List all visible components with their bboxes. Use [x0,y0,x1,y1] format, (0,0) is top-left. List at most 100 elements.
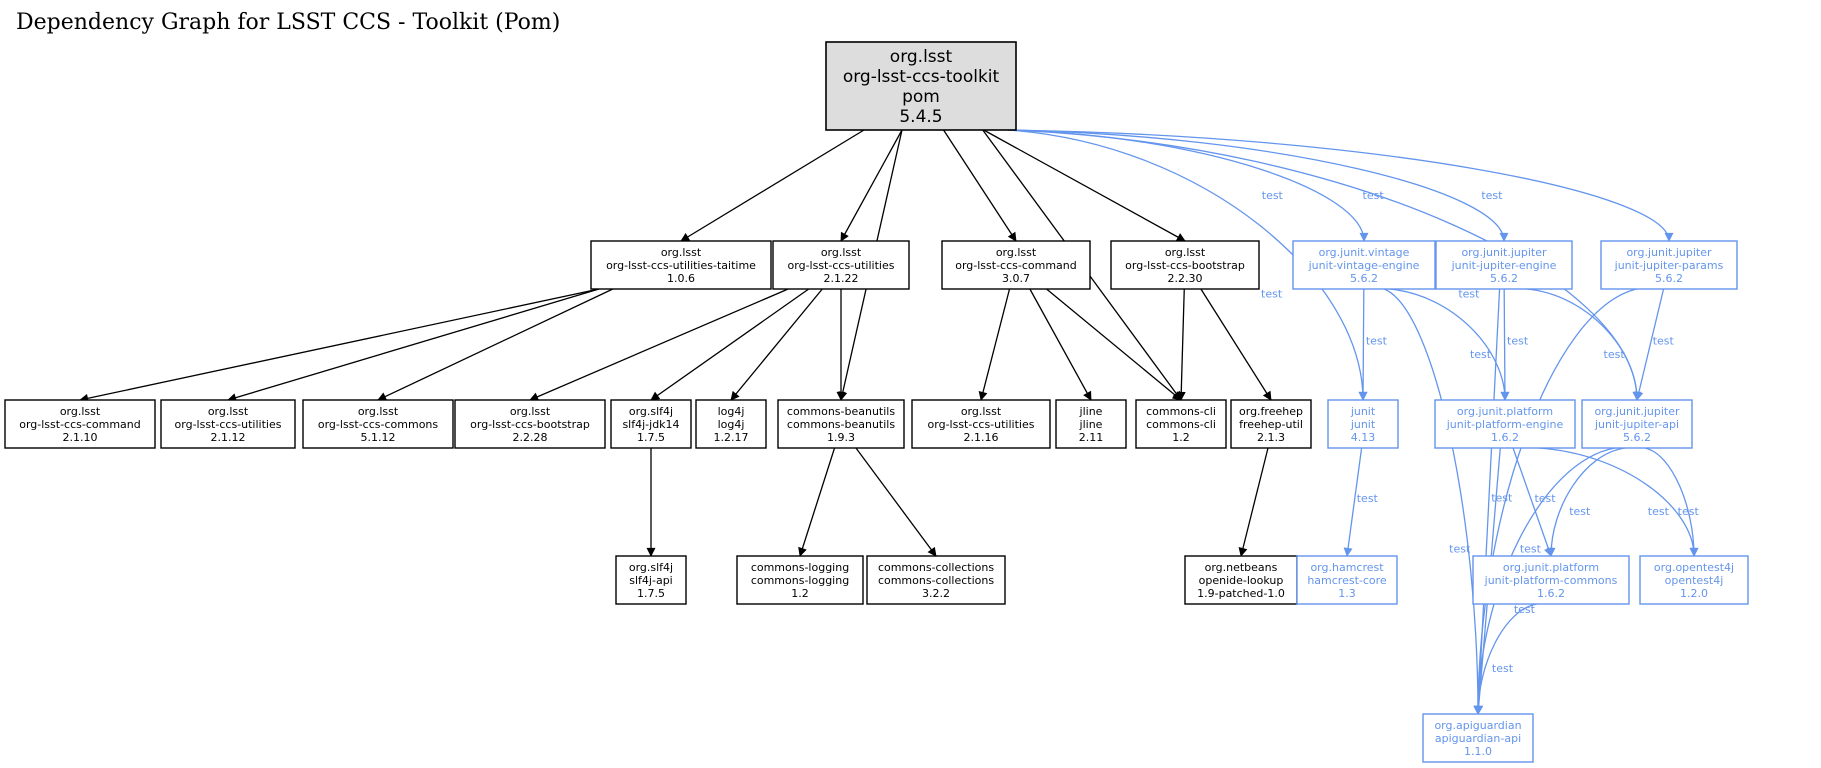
edge-root-to-command-307 [943,129,1017,242]
node-box [825,41,1017,131]
node-box [1422,713,1534,763]
node-box [1639,555,1749,605]
node-label-line: org.junit.jupiter [1594,405,1680,418]
edge-line [1546,447,1626,557]
node-label-line: 3.0.7 [1002,272,1030,285]
edge-util-taitime-to-command-2110 [79,288,600,403]
edge-freehep-to-openide [1238,447,1269,557]
node-label-line: org.lsst [510,405,551,418]
node-label-line: junit-jupiter-params [1614,259,1724,272]
edge-jupiter-engine-to-jupiter-api: test [1526,288,1642,401]
node-jupiter-engine: org.junit.jupiterjunit-jupiter-engine5.6… [1435,240,1573,290]
edge-line [1512,447,1553,557]
edge-line [1644,447,1699,557]
node-label-line: opentest4j [1665,574,1724,587]
edge-label: test [1492,662,1514,675]
node-label-line: org.junit.jupiter [1461,246,1547,259]
node-label-line: junit-vintage-engine [1308,259,1420,272]
node-label-line: org.junit.vintage [1319,246,1410,259]
edge-label: test [1569,505,1591,518]
node-openide: org.netbeansopenide-lookup1.9-patched-1.… [1184,555,1298,605]
node-util-taitime: org.lsstorg-lsst-ccs-utilities-taitime1.… [590,240,772,290]
edge-label: test [1481,189,1503,202]
node-label-line: org-lsst-ccs-utilities [788,259,895,272]
node-label-line: org-lsst-ccs-bootstrap [1125,259,1245,272]
edge-command-307-to-util-2116 [978,288,1011,401]
node-label-line: 5.6.2 [1623,431,1651,444]
edge-line [227,288,600,402]
edge-line [1046,288,1182,401]
edge-platform-engine-to-opentest4j: test [1538,447,1699,557]
node-label-line: org.lsst [661,246,702,259]
edge-label: test [1653,335,1675,348]
node-label-line: 1.6.2 [1537,587,1565,600]
node-label-line: org.slf4j [629,561,673,574]
edge-label: test [1520,543,1542,556]
edge-label: test [1261,287,1283,300]
edge-label: test [1507,335,1529,348]
node-label-line: commons-cli [1146,418,1216,431]
edge-root-to-util-2122 [840,129,903,242]
node-label-line: 2.1.22 [824,272,859,285]
node-label-line: 5.6.2 [1490,272,1518,285]
node-label-line: org.lsst [1165,246,1206,259]
node-label-line: 1.3 [1338,587,1356,600]
edge-line [377,288,614,401]
edge-label: test [1458,287,1480,300]
node-box [1135,399,1227,449]
node-box [590,240,772,290]
node-label-line: commons-cli [1146,405,1216,418]
edge-root-to-util-taitime [680,129,865,242]
node-label-line: junit-jupiter-engine [1451,259,1557,272]
edge-label: test [1678,505,1700,518]
node-label-line: log4j [718,418,745,431]
edge-line [1538,447,1699,557]
edge-line [1473,603,1537,715]
edge-command-307-to-commons-cli [1046,288,1182,401]
node-label-line: 2.1.16 [964,431,999,444]
node-label-line: org.junit.platform [1503,561,1599,574]
node-box [610,399,692,449]
edge-root-to-jupiter-params: test [1007,129,1674,242]
edge-label: test [1491,492,1513,505]
edge-label: test [1604,348,1626,361]
edge-bootstrap-2230-to-commons-cli [1176,288,1186,401]
node-label-line: 1.7.5 [637,431,665,444]
node-label-line: freehep-util [1239,418,1303,431]
node-label-line: hamcrest-core [1307,574,1387,587]
edge-root-to-jupiter-engine: test [1007,129,1509,242]
node-box [777,399,905,449]
node-label-line: org.lsst [358,405,399,418]
edge-util-2122-to-bootstrap-2228 [529,288,789,401]
node-label-line: commons-beanutils [787,418,895,431]
edge-line [1007,129,1368,401]
node-label-line: 1.2.17 [714,431,749,444]
edge-line [1526,288,1642,401]
node-label-line: junit [1350,418,1376,431]
node-label-line: junit [1350,405,1376,418]
edge-line [1007,129,1674,242]
node-vintage: org.junit.vintagejunit-vintage-engine5.6… [1292,240,1436,290]
node-box [4,399,156,449]
edge-line [1473,447,1616,715]
node-label-line: commons-collections [878,574,994,587]
node-box [911,399,1051,449]
node-label-line: 1.9.3 [827,431,855,444]
node-label-line: junit-platform-commons [1484,574,1618,587]
edge-line [680,129,865,242]
edge-util-taitime-to-util-2112 [227,288,600,402]
node-box [1435,240,1573,290]
graph-title: Dependency Graph for LSST CCS - Toolkit … [16,10,560,35]
node-platform-engine: org.junit.platformjunit-platform-engine1… [1434,399,1576,449]
